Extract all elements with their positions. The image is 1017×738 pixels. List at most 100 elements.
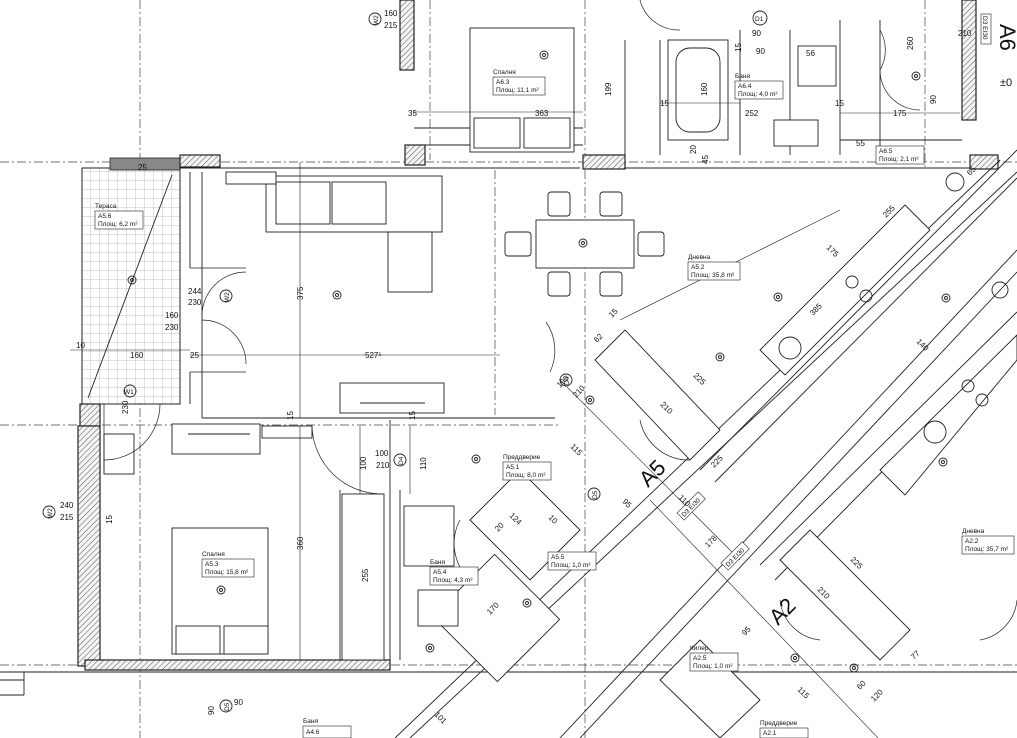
svg-text:Преддверие: Преддверие [503, 454, 541, 461]
svg-text:77: 77 [909, 648, 922, 661]
svg-text:Площ: 15,8 m²: Площ: 15,8 m² [205, 569, 249, 576]
room-label-a55: A5.5 Площ: 1,0 m² [547, 551, 597, 571]
dimension-texts: 160 215 199 363 35 15 15 160 90 90 15 56… [60, 9, 978, 726]
svg-text:360: 360 [296, 536, 305, 550]
svg-text:100: 100 [359, 456, 368, 470]
light-icon [911, 71, 921, 81]
svg-text:90: 90 [752, 29, 761, 38]
svg-text:90: 90 [234, 698, 243, 707]
svg-text:Тераса: Тераса [95, 203, 117, 210]
svg-text:95: 95 [740, 624, 753, 637]
svg-text:D5: D5 [592, 490, 599, 499]
svg-text:Площ: 4,3 m²: Площ: 4,3 m² [433, 577, 473, 584]
light-icon [471, 454, 481, 464]
svg-text:199: 199 [604, 82, 613, 96]
light-icon [216, 585, 226, 595]
svg-text:A6.5: A6.5 [879, 148, 893, 155]
svg-text:15: 15 [835, 99, 844, 108]
svg-text:Площ: 35,7 m²: Площ: 35,7 m² [965, 546, 1009, 553]
svg-text:A4.6: A4.6 [306, 729, 320, 736]
svg-text:D3 EI30: D3 EI30 [981, 16, 988, 40]
svg-text:230: 230 [165, 323, 179, 332]
light-icon [127, 275, 137, 285]
svg-text:A2.2: A2.2 [965, 538, 979, 545]
svg-text:A5.6: A5.6 [98, 213, 112, 220]
svg-text:110: 110 [419, 457, 428, 470]
axis-bubble-d1: D1 [752, 10, 768, 26]
svg-text:Преддверие: Преддверие [760, 720, 798, 727]
svg-text:225: 225 [692, 371, 708, 387]
svg-text:A6.3: A6.3 [496, 79, 510, 86]
svg-text:175: 175 [893, 109, 907, 118]
apartment-label-a6: A6 [995, 24, 1017, 51]
svg-text:35: 35 [408, 109, 417, 118]
svg-text:115: 115 [796, 685, 812, 701]
svg-text:225: 225 [709, 453, 725, 469]
room-label-a54: Баня A5.4 Площ: 4,3 m² [429, 559, 479, 586]
svg-text:Площ: 8,0 m²: Площ: 8,0 m² [506, 472, 546, 479]
room-label-a21: Преддверие A2.1 [759, 720, 809, 738]
svg-text:95: 95 [621, 497, 634, 510]
svg-text:210: 210 [376, 461, 390, 470]
svg-text:15: 15 [660, 99, 669, 108]
svg-text:W2: W2 [373, 15, 380, 25]
svg-text:60: 60 [855, 678, 868, 691]
apartment-label-a5: A5 [634, 455, 671, 492]
svg-text:25: 25 [138, 163, 147, 172]
light-icon [425, 643, 435, 653]
light-icon [332, 290, 342, 300]
svg-text:230: 230 [121, 400, 130, 414]
svg-text:215: 215 [60, 513, 74, 522]
door-tag-d5b: D5 [219, 699, 233, 713]
svg-text:120: 120 [869, 687, 885, 703]
svg-text:D4: D4 [398, 456, 405, 465]
svg-text:W2: W2 [224, 292, 231, 302]
light-icon [773, 292, 783, 302]
svg-text:101: 101 [433, 710, 449, 726]
svg-text:244: 244 [188, 287, 202, 296]
room-label-a52: Дневна A5.2 Площ: 35,8 m² [687, 254, 741, 281]
svg-text:175: 175 [825, 243, 841, 259]
svg-text:A6.4: A6.4 [738, 83, 752, 90]
svg-text:56: 56 [806, 49, 815, 58]
light-icon [715, 352, 725, 362]
svg-text:15: 15 [408, 411, 417, 420]
svg-text:178: 178 [703, 533, 719, 549]
svg-text:10: 10 [76, 341, 85, 350]
svg-text:90: 90 [207, 706, 216, 715]
svg-text:215: 215 [384, 21, 398, 30]
svg-text:D5: D5 [224, 702, 231, 711]
svg-text:Баня: Баня [430, 559, 445, 566]
svg-text:140: 140 [915, 337, 931, 353]
svg-text:A5.2: A5.2 [691, 264, 705, 271]
svg-text:62: 62 [592, 331, 605, 344]
room-label-a53: Спалня A5.3 Площ: 15,8 m² [201, 551, 255, 578]
svg-text:A5.4: A5.4 [433, 569, 447, 576]
light-icon [539, 50, 549, 60]
svg-text:Площ: 35,8 m²: Площ: 35,8 m² [691, 272, 735, 279]
svg-text:A5.3: A5.3 [205, 561, 219, 568]
svg-text:160: 160 [130, 351, 144, 360]
svg-text:Площ: 2,1 m²: Площ: 2,1 m² [879, 156, 919, 163]
svg-text:25: 25 [190, 351, 199, 360]
svg-text:Баня: Баня [303, 718, 318, 725]
svg-text:A5.1: A5.1 [506, 464, 520, 471]
room-label-a64: Баня A6.4 Площ: 4,0 m² [734, 73, 784, 100]
light-icon [941, 293, 951, 303]
svg-text:15: 15 [734, 43, 743, 52]
light-symbols [127, 50, 951, 673]
svg-text:45: 45 [701, 155, 710, 164]
svg-text:375: 375 [296, 286, 305, 300]
svg-text:A2.5: A2.5 [693, 655, 707, 662]
window-tag-w2c: W2 [368, 12, 382, 26]
furniture [103, 27, 837, 683]
svg-text:225: 225 [849, 555, 865, 571]
svg-text:Дневна: Дневна [962, 528, 985, 535]
svg-text:255: 255 [361, 568, 370, 582]
svg-text:D4: D4 [564, 376, 571, 385]
light-icon [790, 653, 800, 663]
svg-text:Площ: 6,2 m²: Площ: 6,2 m² [98, 221, 138, 228]
svg-text:230: 230 [188, 298, 202, 307]
